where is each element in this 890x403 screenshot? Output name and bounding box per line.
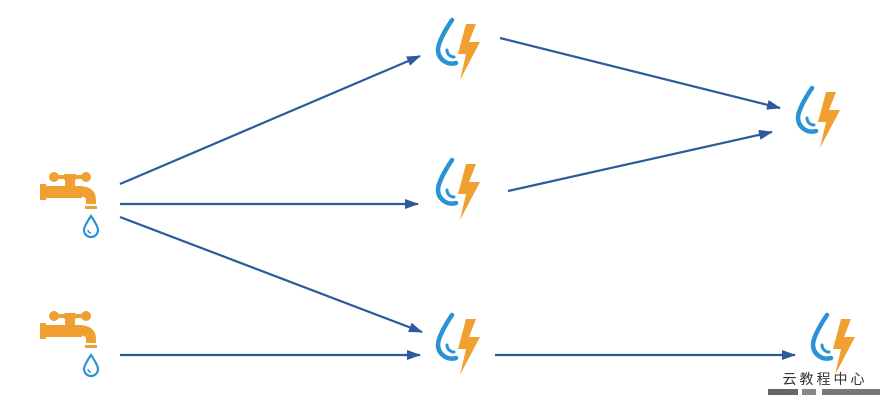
watermark-url-logo bbox=[768, 389, 880, 395]
source-1-faucet-icon bbox=[38, 170, 100, 239]
stream-2-water-drop-lightning-icon bbox=[438, 160, 480, 220]
watermark: 云教程中心 bbox=[766, 369, 884, 399]
stream-1-water-drop-lightning-icon bbox=[438, 20, 480, 80]
arrow-stream-2-to-sink-1 bbox=[507, 129, 773, 193]
arrow-source-1-to-stream-3 bbox=[119, 215, 423, 334]
arrow-stream-1-to-sink-1 bbox=[499, 36, 781, 110]
source-2-faucet-icon bbox=[38, 309, 100, 378]
watermark-text: 云教程中心 bbox=[782, 372, 868, 388]
stream-3-water-drop-lightning-icon bbox=[438, 315, 480, 375]
arrow-source-1-to-stream-1 bbox=[119, 54, 421, 186]
sink-1-water-drop-lightning-icon bbox=[798, 88, 840, 148]
sink-2-water-drop-lightning-icon bbox=[813, 315, 855, 375]
